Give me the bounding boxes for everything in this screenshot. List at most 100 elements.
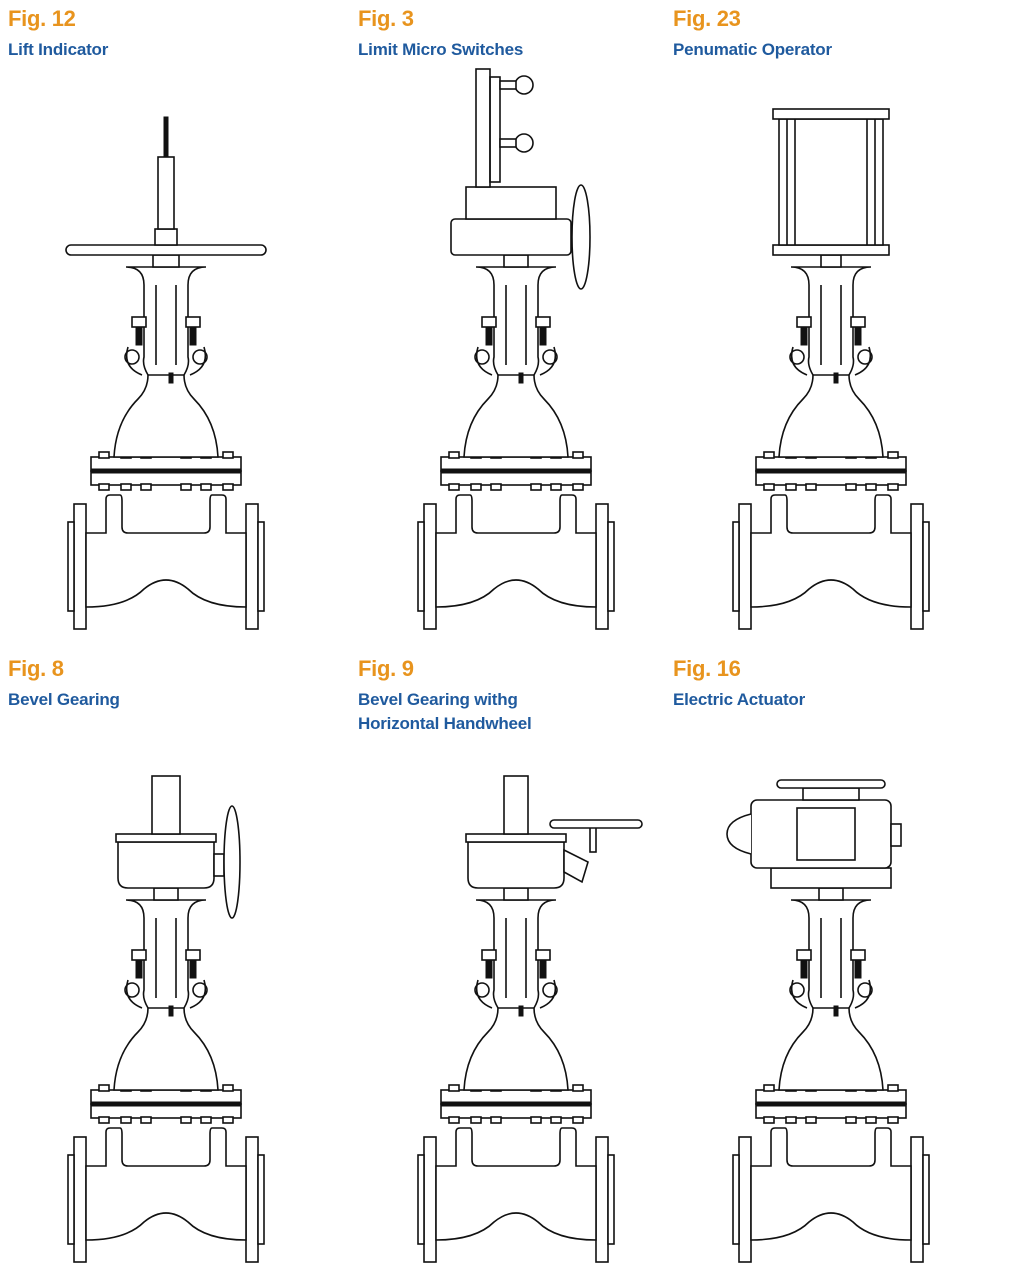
flange-gasket [90, 468, 242, 474]
valve-body [85, 494, 247, 608]
figure-caption: Limit Micro Switches [358, 40, 524, 59]
figure-number: Fig. 8 [8, 656, 64, 681]
grease-fitting [518, 372, 524, 384]
gland-nut-left [796, 316, 812, 328]
bolt-nut-bottom [785, 483, 797, 491]
left-flange-face [67, 1154, 75, 1245]
figure-9-bevel-gearing-horizontal: Fig. 9 Bevel Gearing withg Horizontal Ha… [358, 650, 698, 1283]
right-end-flange [910, 1136, 924, 1263]
terminal-box [890, 823, 902, 847]
bolt-nut-bottom [98, 483, 110, 491]
bolt-nut-bottom [845, 1116, 857, 1124]
left-end-flange [738, 503, 752, 630]
figure-caption: Electric Actuator [673, 690, 806, 709]
bolt-nut-bottom [530, 1116, 542, 1124]
figure-number: Fig. 12 [8, 6, 76, 31]
handwheel-hub [802, 787, 860, 801]
bolt-nut-bottom [200, 483, 212, 491]
flange-gasket [440, 468, 592, 474]
valve-body [85, 1127, 247, 1241]
switch-bracket [489, 76, 501, 183]
figure-number: Fig. 9 [358, 656, 414, 681]
bonnet [778, 374, 884, 458]
bolt-nut-bottom [470, 483, 482, 491]
gland-stud-left [135, 959, 143, 979]
figure-number: Fig. 16 [673, 656, 741, 681]
grease-fitting [168, 372, 174, 384]
gear-box [450, 218, 572, 256]
figure-3-limit-micro-switches: Fig. 3 Limit Micro Switches [358, 0, 698, 633]
left-end-flange [73, 503, 87, 630]
handwheel-shaft [589, 825, 597, 853]
bonnet [778, 1007, 884, 1091]
gland-nut-right [535, 316, 551, 328]
yoke-nut [820, 254, 842, 268]
figure-number: Fig. 3 [358, 6, 414, 31]
gear-box-cover [115, 833, 217, 843]
figure-16-electric-actuator: Fig. 16 Electric Actuator [673, 650, 1013, 1283]
left-flange-face [67, 521, 75, 612]
bolt-nut-bottom [140, 483, 152, 491]
gland-stud-right [854, 326, 862, 346]
bolt-nut-bottom [490, 1116, 502, 1124]
bolt-nut-top [448, 451, 460, 459]
eye-bolt-left [124, 349, 140, 365]
bolt-nut-top [98, 451, 110, 459]
bolt-nut-bottom [550, 1116, 562, 1124]
figure-caption: Penumatic Operator [673, 40, 832, 59]
right-flange-face [257, 521, 265, 612]
switch-arm-lower [499, 138, 517, 148]
handwheel [65, 244, 267, 256]
flange-gasket [755, 1101, 907, 1107]
grease-fitting [168, 1005, 174, 1017]
horizontal-handwheel [549, 819, 643, 829]
grease-fitting [833, 1005, 839, 1017]
gland-stud-left [485, 959, 493, 979]
eye-bolt-loops [475, 346, 557, 376]
indicator-rod [163, 116, 169, 158]
eye-bolt-loops [125, 979, 207, 1009]
yoke-inner [155, 918, 177, 998]
eye-bolt-right [542, 349, 558, 365]
gland-nut-left [481, 316, 497, 328]
bolt-nut-bottom [120, 483, 132, 491]
eye-bolt-left [789, 982, 805, 998]
valve-drawing-lift-indicator [65, 116, 267, 630]
lift-indicator-tube [157, 156, 175, 230]
bolt-nut-bottom [572, 1116, 584, 1124]
bolt-nut-top [763, 1084, 775, 1092]
bolt-nut-top [448, 1084, 460, 1092]
bolt-nut-bottom [200, 1116, 212, 1124]
angled-input-housing [563, 848, 589, 884]
switch-rod [475, 68, 491, 188]
yoke-nut [503, 254, 529, 268]
bolt-nut-bottom [865, 1116, 877, 1124]
eye-bolt-loops [475, 979, 557, 1009]
bolt-nut-bottom [98, 1116, 110, 1124]
gland-nut-left [131, 316, 147, 328]
gland-nut-right [185, 316, 201, 328]
micro-switch-lower [514, 133, 534, 153]
valve-drawing-bevel-gearing [67, 775, 265, 1263]
right-flange-face [257, 1154, 265, 1245]
eye-bolt-right [192, 349, 208, 365]
bolt-nut-bottom [887, 1116, 899, 1124]
flange-gasket [755, 468, 907, 474]
figure-8-bevel-gearing: Fig. 8 Bevel Gearing [8, 650, 348, 1283]
motor-end-cap [726, 813, 752, 855]
top-handwheel [776, 779, 886, 789]
left-flange-face [732, 1154, 740, 1245]
valve-body [435, 1127, 597, 1241]
eye-bolt-right [857, 982, 873, 998]
right-end-flange [910, 503, 924, 630]
gland-nut-right [185, 949, 201, 961]
grease-fitting [518, 1005, 524, 1017]
figure-caption: Lift Indicator [8, 40, 109, 59]
stem-cover [151, 775, 181, 835]
right-flange-face [922, 1154, 930, 1245]
eye-bolt-left [474, 982, 490, 998]
bolt-nut-bottom [763, 1116, 775, 1124]
right-flange-face [607, 1154, 615, 1245]
valve-drawing-electric-actuator [726, 779, 930, 1263]
right-end-flange [595, 1136, 609, 1263]
